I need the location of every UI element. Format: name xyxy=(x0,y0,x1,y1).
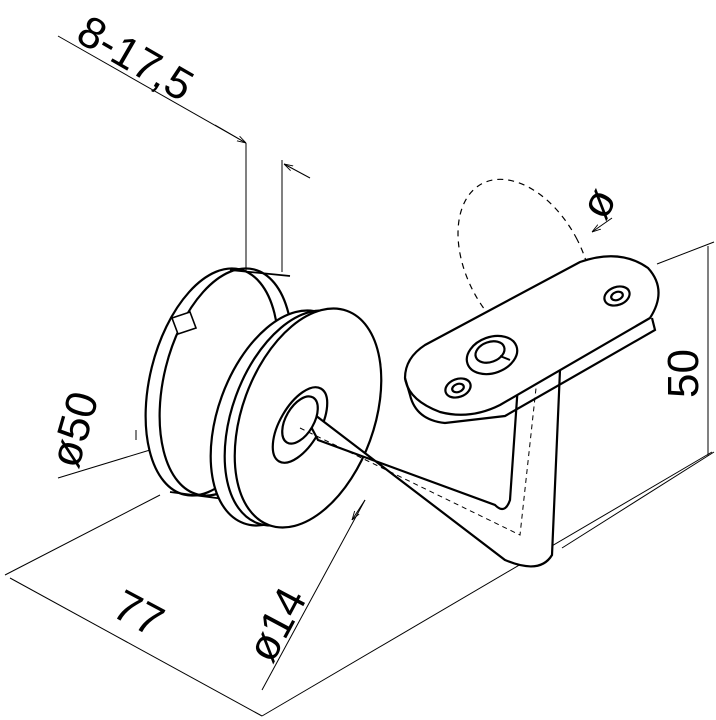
plate-top xyxy=(403,255,660,416)
handrail-diameter-label: ø xyxy=(571,180,627,227)
plate-center-mark xyxy=(499,355,511,361)
glass-thickness-label: 8-17,5 xyxy=(69,6,202,111)
disc-diameter-leader xyxy=(57,449,151,479)
plate-center-boss-inner xyxy=(474,340,506,364)
back-disc-notch xyxy=(170,310,198,336)
plate-thickness xyxy=(403,317,657,425)
height-extension-top xyxy=(656,241,715,265)
depth-extension-left xyxy=(4,494,161,576)
plate-hole-right-inner xyxy=(610,290,624,302)
dimension-lines xyxy=(4,35,715,717)
depth-label: 77 xyxy=(105,581,171,647)
rod-diameter-arrow xyxy=(352,499,366,520)
saddle-plate xyxy=(403,255,660,425)
handrail-diameter-arrow xyxy=(592,217,613,232)
rod-diameter-label: ø14 xyxy=(238,580,317,670)
rod-centerline xyxy=(299,369,539,536)
plate-hole-left-inner xyxy=(451,382,465,394)
depth-extension-right xyxy=(261,451,713,717)
thickness-arrow-left xyxy=(214,124,246,143)
rod-diameter-leader xyxy=(261,499,366,691)
disc-diameter-label: ø50 xyxy=(41,386,109,472)
back-disc-top-edge xyxy=(229,269,291,277)
height-label: 50 xyxy=(659,349,708,398)
handrail-outline-dashed xyxy=(457,178,593,352)
depth-dimension-line xyxy=(9,577,263,717)
thickness-arrow-right xyxy=(284,164,311,179)
thickness-leader-line xyxy=(57,35,247,144)
height-extension-bottom xyxy=(561,451,715,549)
